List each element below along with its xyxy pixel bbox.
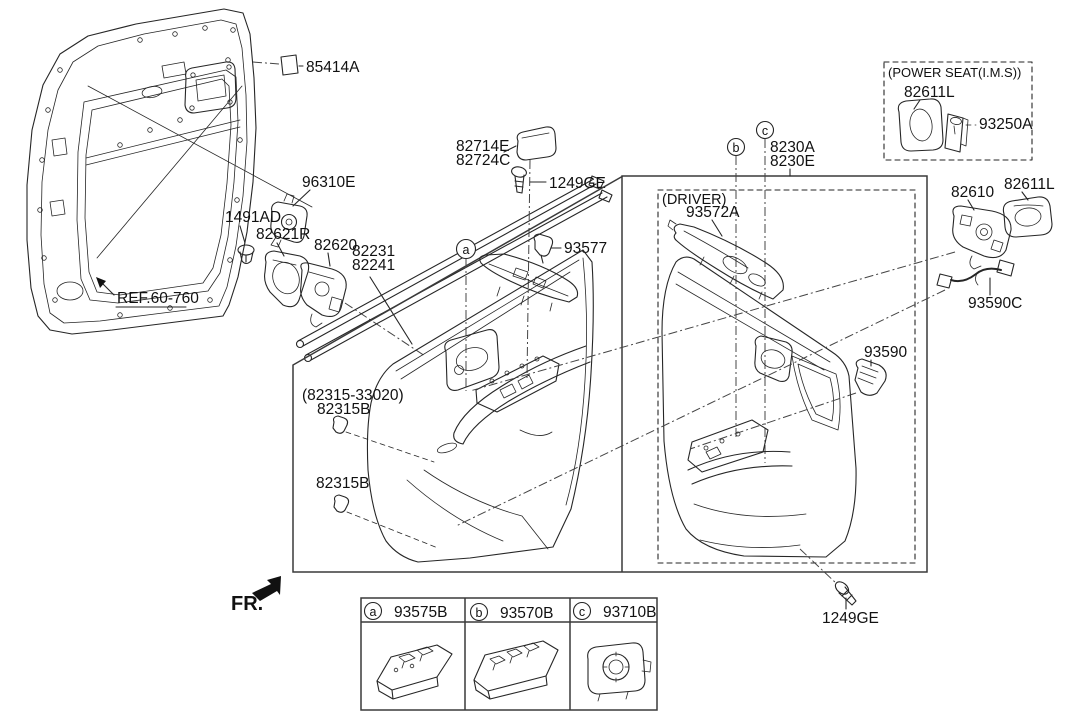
right-door-panel-art — [661, 256, 857, 558]
part-label-82621R: 82621R — [256, 226, 310, 243]
part-93590C-art: 93590C — [455, 259, 1022, 527]
driver-box-title: (DRIVER) — [662, 192, 726, 208]
callout-b: b — [726, 137, 746, 437]
driver-dashed-box — [657, 189, 916, 564]
part-label-93590C: 93590C — [968, 295, 1022, 312]
part-96310E-art: 96310E — [270, 174, 355, 248]
callout-c-letter: c — [762, 124, 768, 138]
part-label-82620: 82620 — [314, 237, 357, 254]
part-label-82714E: 82714E — [456, 138, 509, 155]
legend-c-part: 93710B — [603, 604, 656, 621]
callout-c: c — [755, 120, 775, 463]
part-label-1249GE-bottom: 1249GE — [822, 610, 879, 627]
part-label-96310E: 96310E — [302, 174, 355, 191]
power-seat-title: (POWER SEAT(I.M.S)) — [888, 65, 1021, 80]
door-frame-holes — [37, 25, 243, 318]
part-1491AD-art: 1491AD — [225, 209, 281, 265]
part-93590-art: 93590 — [689, 344, 907, 450]
power-seat-box: (POWER SEAT(I.M.S)) 82611L 93250A — [883, 61, 1033, 161]
part-label-8230E: 8230E — [770, 153, 815, 170]
part-label-82315B-2: 82315B — [316, 475, 369, 492]
part-82610-art: 82610 — [469, 184, 1012, 392]
fr-arrow-icon — [252, 576, 281, 601]
legend-table: a 93575B b 93570B c 93710B — [360, 597, 658, 711]
fr-label: FR. — [231, 593, 263, 615]
part-label-93590: 93590 — [864, 344, 907, 361]
callout-a-letter: a — [463, 243, 470, 257]
part-label-82231: 82231 — [352, 243, 395, 260]
part-label-93572A: 93572A — [686, 204, 740, 221]
clips-82315B: (82315-33020) 82315B 82315B — [302, 387, 439, 549]
part-label-82315-group: (82315-33020) — [302, 387, 404, 404]
callout-a: a — [455, 238, 477, 391]
part-label-82610: 82610 — [951, 184, 994, 201]
left-door-panel-art — [366, 249, 594, 563]
part-82621R-art: 82621R — [256, 226, 310, 308]
legend-switch-93710B-art — [587, 642, 652, 702]
callout-b-letter: b — [733, 141, 740, 155]
part-label-82724C: 82724C — [456, 152, 510, 169]
part-82714E-art: 82714E 82724C — [456, 126, 557, 169]
part-label-1491AD: 1491AD — [225, 209, 281, 226]
part-label-82611L-ps: 82611L — [904, 84, 955, 101]
part-label-8230A: 8230A — [770, 139, 815, 156]
label-8230: 8230A 8230E — [770, 139, 815, 177]
legend-a-letter: a — [370, 605, 377, 619]
main-box-outline — [292, 175, 928, 573]
legend-b-letter: b — [476, 606, 483, 620]
screw-1249GE-top-art: 1249GE — [511, 159, 606, 379]
part-label-1249GE-top: 1249GE — [549, 175, 606, 192]
legend-switch-93570B-art — [473, 640, 559, 700]
part-label-93250A: 93250A — [979, 116, 1033, 133]
armrest-bezel-art — [479, 253, 579, 312]
screw-1249GE-bottom-art: 1249GE — [799, 548, 879, 627]
part-label-82611L-main: 82611L — [1004, 176, 1055, 193]
fr-direction: FR. — [231, 576, 281, 615]
part-label-85414A: 85414A — [306, 59, 360, 76]
part-label-82241: 82241 — [352, 257, 395, 274]
legend-switch-93575B-art — [376, 644, 453, 700]
ref-callout: REF.60-760 — [96, 277, 199, 308]
legend-b-part: 93570B — [500, 605, 553, 622]
part-93572A-art: 93572A — [667, 204, 784, 300]
door-frame-art — [26, 8, 313, 335]
legend-c-letter: c — [579, 605, 585, 619]
part-82231-82241-art: 82231 82241 — [295, 175, 613, 363]
clip-93577-art: 93577 — [533, 233, 607, 264]
legend-a-part: 93575B — [394, 604, 447, 621]
part-85414A-art: 85414A — [252, 54, 360, 76]
part-82620-art: 82620 — [300, 237, 426, 357]
part-label-93577: 93577 — [564, 240, 607, 257]
ref-label: REF.60-760 — [117, 290, 199, 307]
part-82611L-main-art: 82611L — [1002, 176, 1055, 238]
part-label-82315B-1: 82315B — [317, 401, 370, 418]
